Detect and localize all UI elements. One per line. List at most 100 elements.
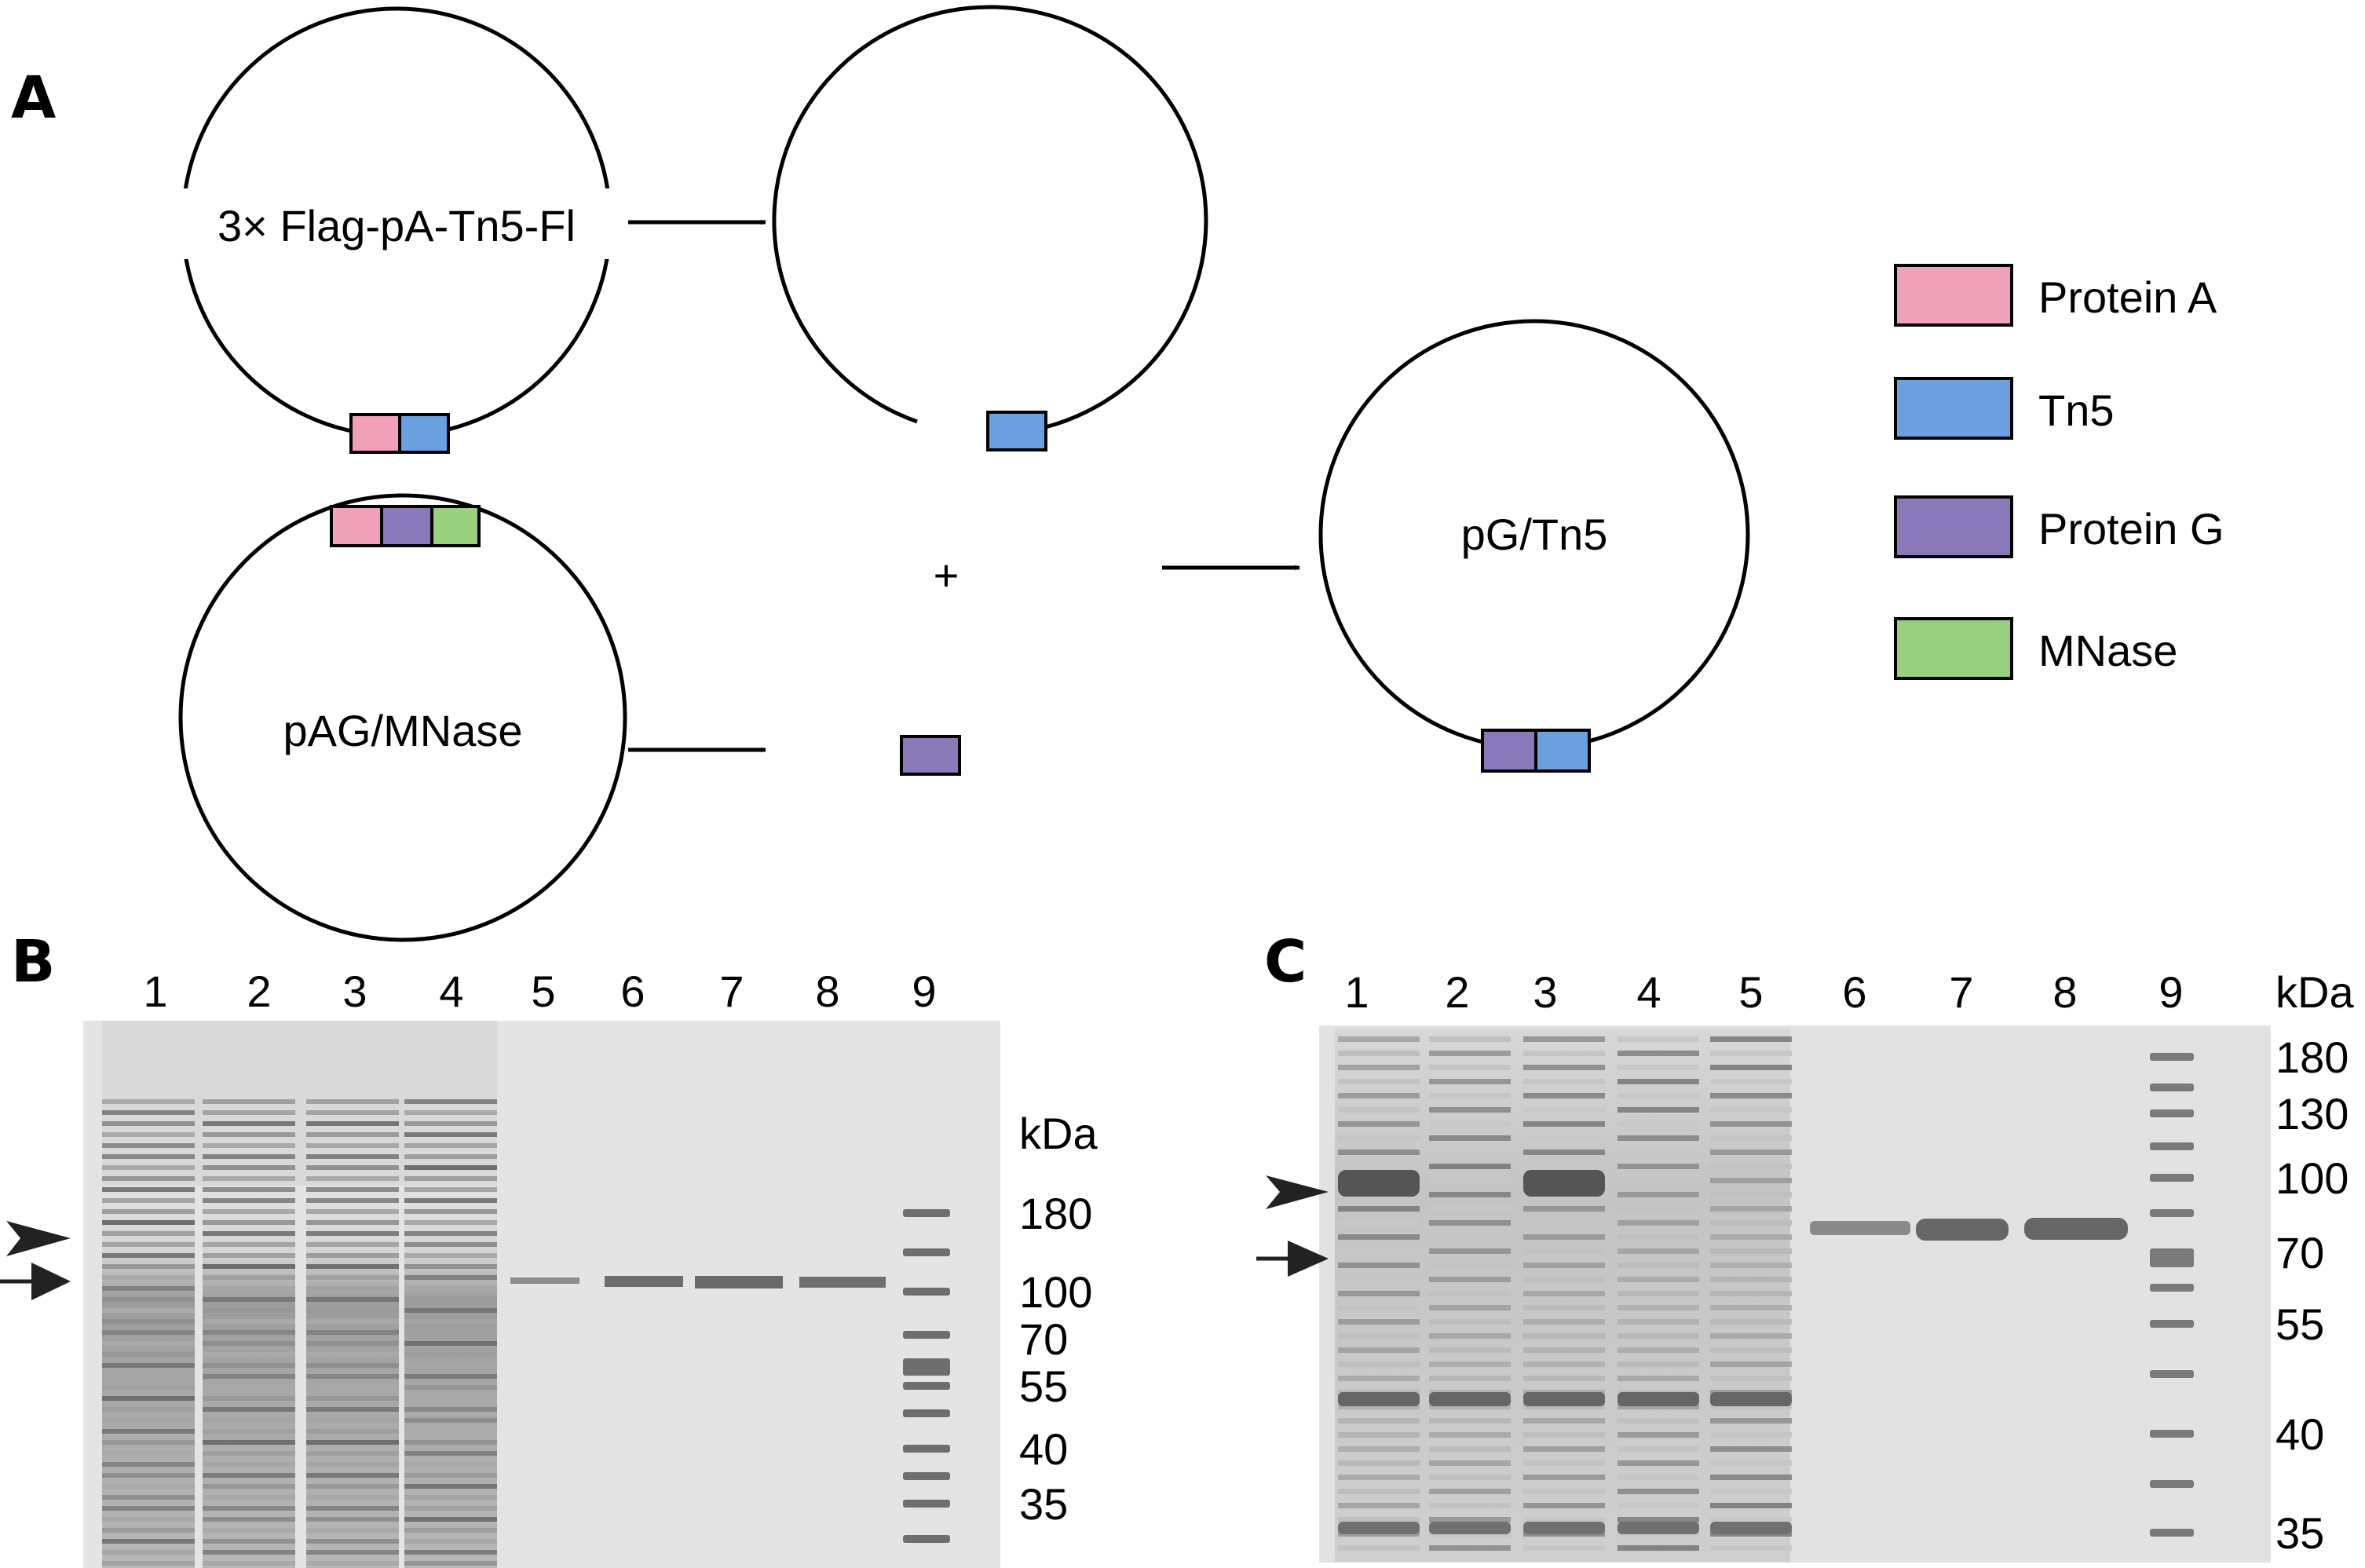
gel-b-smear — [203, 1484, 295, 1489]
gel-b-smear — [102, 1550, 195, 1555]
gel-c-smear — [1338, 1376, 1420, 1381]
gel-b-smear — [203, 1495, 295, 1500]
gel-c-smear — [1429, 1277, 1511, 1282]
gel-b-smear — [102, 1264, 195, 1269]
gel-c-smear — [1617, 1093, 1699, 1098]
gel-c-smear — [1710, 1475, 1792, 1480]
gel-b-smear — [404, 1253, 497, 1258]
gel-c-marker-55: 55 — [2275, 1299, 2324, 1349]
gel-c-band-lane-6 — [1810, 1221, 1910, 1235]
gel-b-smear — [203, 1429, 295, 1434]
gel-c-smear — [1523, 1206, 1605, 1212]
gel-c-smear — [1710, 1489, 1792, 1494]
gel-c-smear — [1523, 1333, 1605, 1339]
gel-b-smear — [102, 1253, 195, 1258]
gel-b-smear — [203, 1165, 295, 1170]
gel-b-smear — [306, 1242, 399, 1247]
gel-b-smear — [203, 1363, 295, 1368]
gel-c-smear — [1429, 1051, 1511, 1056]
gel-c-common-band — [1338, 1522, 1420, 1534]
gel-b-smear — [102, 1418, 195, 1423]
gel-c-smear — [1710, 1333, 1792, 1339]
gel-b-smear — [102, 1110, 195, 1115]
gel-c-ladder-band — [2150, 1248, 2194, 1267]
gel-c-smear — [1429, 1121, 1511, 1127]
gel-c-common-band — [1429, 1522, 1511, 1534]
legend-swatch-4 — [1894, 617, 2013, 680]
gel-b-smear — [203, 1517, 295, 1522]
gel-c-lane-label-4: 4 — [1636, 967, 1661, 1017]
gel-b-smear — [102, 1154, 195, 1159]
gel-c-smear — [1710, 1093, 1792, 1098]
gel-c-smear — [1338, 1121, 1420, 1127]
gel-b-smear — [102, 1308, 195, 1313]
gel-c-smear — [1523, 1220, 1605, 1226]
gel-c-smear — [1338, 1305, 1420, 1310]
gel-c-smear — [1338, 1206, 1420, 1212]
gel-b-smear — [102, 1319, 195, 1324]
gel-c-smear — [1429, 1305, 1511, 1310]
gel-b-smear — [102, 1220, 195, 1225]
gel-c-smear — [1617, 1291, 1699, 1296]
gel-c-smear — [1617, 1107, 1699, 1113]
gel-c-smear — [1338, 1135, 1420, 1141]
gel-c-ladder-band — [2150, 1084, 2194, 1091]
gel-b-marker-100: 100 — [1019, 1267, 1092, 1317]
gel-b-smear — [404, 1242, 497, 1247]
gel-b-smear — [306, 1451, 399, 1456]
gel-c-ladder-band — [2150, 1109, 2194, 1117]
gel-c-smear — [1429, 1361, 1511, 1367]
protein-a-block-2 — [330, 505, 383, 547]
gel-b-smear — [203, 1143, 295, 1148]
gel-c-ladder — [2150, 1053, 2194, 1537]
gel-c-smear — [1617, 1404, 1699, 1409]
gel-c-smear — [1617, 1206, 1699, 1212]
gel-c-lane-label-2: 2 — [1445, 967, 1469, 1017]
gel-b-lane-label-7: 7 — [719, 967, 744, 1016]
gel-c-smear — [1429, 1319, 1511, 1325]
gel-b-smear — [102, 1484, 195, 1489]
gel-b-smear — [404, 1484, 497, 1489]
gel-b-ladder-band — [903, 1209, 950, 1217]
gel-b-smear — [404, 1099, 497, 1104]
gel-c-smear — [1710, 1503, 1792, 1508]
gel-b-smear — [203, 1187, 295, 1192]
gel-b-marker-35: 35 — [1019, 1479, 1068, 1529]
gel-b-lane-label-9: 9 — [912, 967, 936, 1016]
gel-b-smear — [203, 1385, 295, 1390]
gel-c-smear — [1710, 1376, 1792, 1381]
gel-c-smear — [1338, 1234, 1420, 1240]
gel-b-smear — [102, 1187, 195, 1192]
gel-b-smear — [404, 1143, 497, 1148]
gel-c-common-band — [1710, 1522, 1792, 1534]
gel-b-smear — [306, 1110, 399, 1115]
gel-c-smear — [1338, 1460, 1420, 1466]
gel-c-smear — [1523, 1036, 1605, 1042]
gel-b-marker-40: 40 — [1019, 1424, 1068, 1474]
gel-b-smear — [306, 1154, 399, 1159]
gel-b-band-lane-5 — [510, 1277, 579, 1284]
gel-b-smear — [102, 1506, 195, 1511]
gel-b-smear — [404, 1176, 497, 1181]
gel-b-smear — [306, 1220, 399, 1225]
gel-c-smear — [1710, 1164, 1792, 1169]
gel-c-smear — [1617, 1234, 1699, 1240]
gel-b-smear — [404, 1198, 497, 1203]
gel-b-smear — [203, 1253, 295, 1258]
gel-c-smear — [1338, 1319, 1420, 1325]
gel-c-unit: kDa — [2275, 967, 2354, 1017]
gel-b-smear — [306, 1286, 399, 1291]
gel-b-lane-label-6: 6 — [620, 967, 645, 1016]
gel-b-smear — [404, 1209, 497, 1214]
gel-b-smear — [306, 1264, 399, 1269]
gel-c-smear — [1523, 1503, 1605, 1508]
gel-b-smear — [404, 1418, 497, 1423]
plasmid-1-label: 3× Flag-pA-Tn5-Fl — [217, 201, 576, 250]
gel-c-smear — [1429, 1460, 1511, 1466]
gel-b-smear — [306, 1297, 399, 1302]
gel-b-smear — [306, 1517, 399, 1522]
gel-b-smear — [102, 1517, 195, 1522]
